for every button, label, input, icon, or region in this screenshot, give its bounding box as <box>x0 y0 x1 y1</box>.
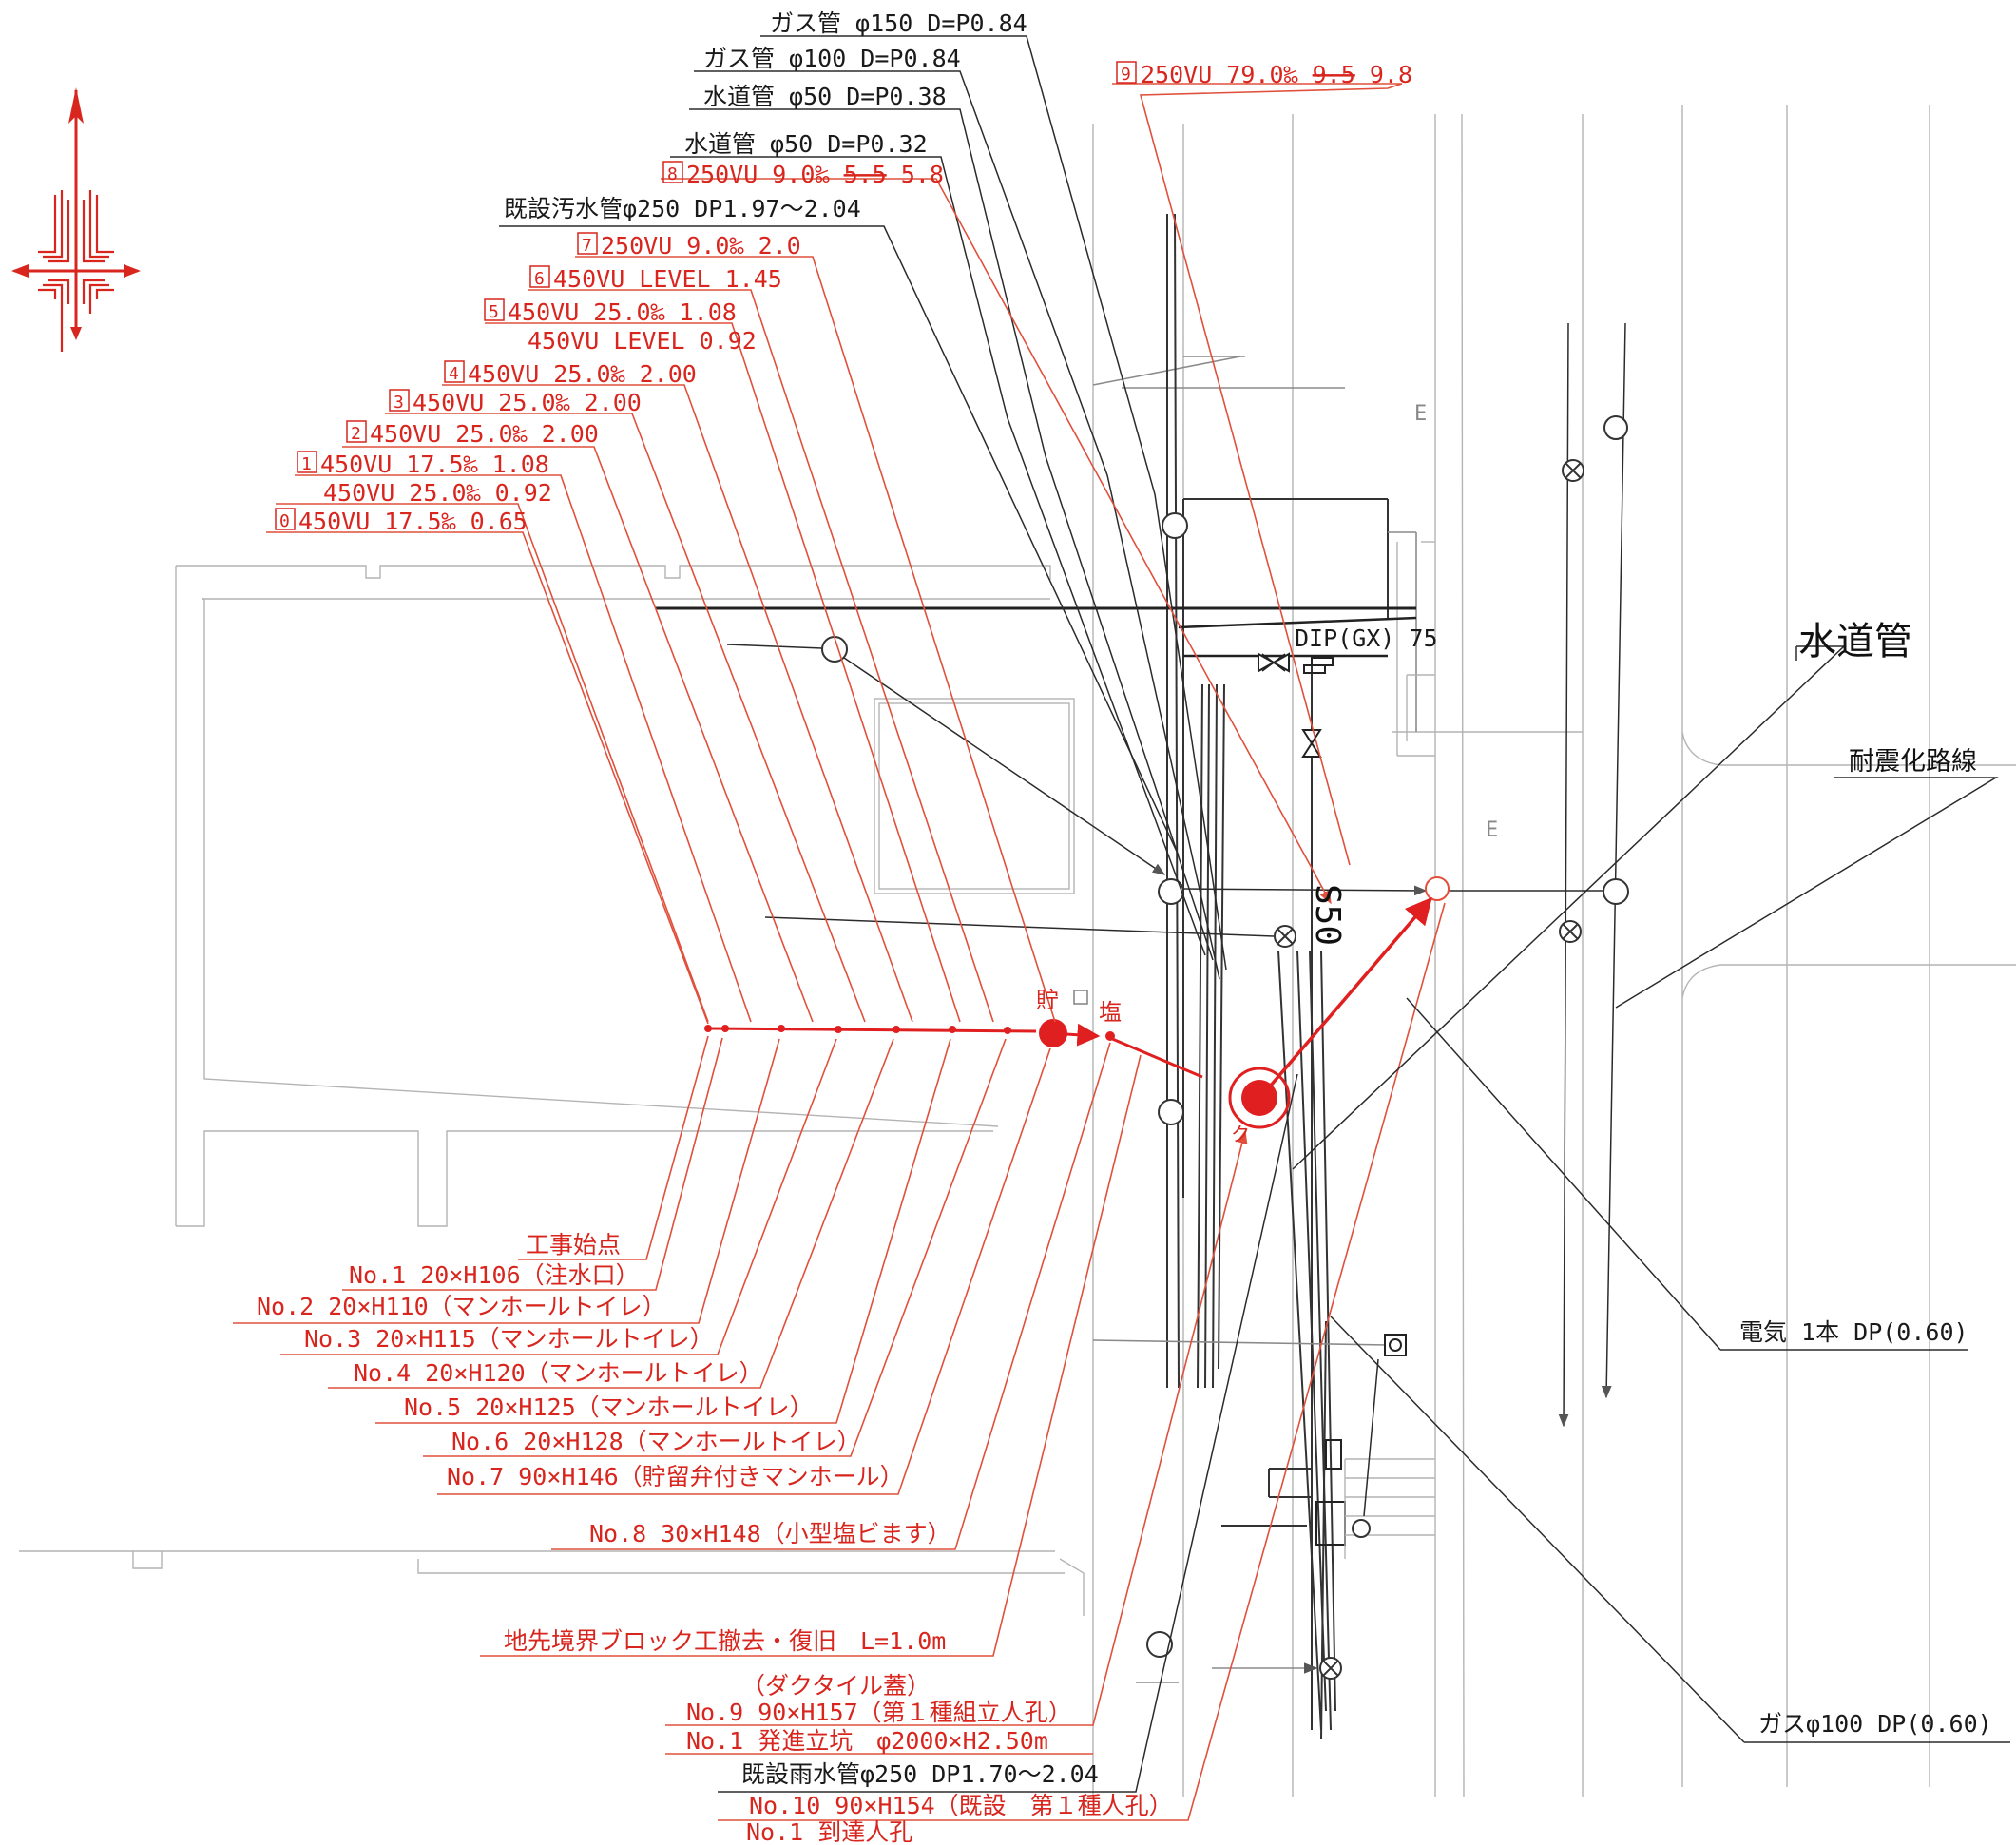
shaft-marker: ク <box>1231 1123 1250 1145</box>
red-label-0: 0 450VU 17.5‰ 0.65 <box>275 508 528 535</box>
svg-text:1: 1 <box>301 454 312 474</box>
red-label-7: 7 250VU 9.0‰ 2.0 <box>577 232 801 259</box>
water-main-label: 水道管 <box>1798 620 1912 663</box>
red-label-6: 6 450VU LEVEL 1.45 <box>529 265 782 293</box>
svg-text:4: 4 <box>449 364 459 384</box>
svg-text:2: 2 <box>351 424 361 444</box>
label-no6: No.6 20×H128（マンホールトイレ） <box>451 1428 861 1455</box>
north-arrow-icon <box>11 87 141 352</box>
label-start-point: 工事始点 <box>526 1231 621 1259</box>
svg-text:450VU 25.0‰ 0.92: 450VU 25.0‰ 0.92 <box>323 479 552 507</box>
label-water-50-a: 水道管 φ50 D=P0.38 <box>703 83 947 110</box>
svg-text:450VU 17.5‰ 1.08: 450VU 17.5‰ 1.08 <box>320 451 549 478</box>
label-9-text: 250VU 79.0‰ 9.5 9.8 <box>1141 61 1412 88</box>
svg-text:7: 7 <box>582 236 592 256</box>
label-no8: No.8 30×H148（小型塩ビます） <box>589 1520 951 1547</box>
bottom-leaders <box>233 645 2010 1821</box>
svg-text:450VU 25.0‰ 2.00: 450VU 25.0‰ 2.00 <box>370 420 599 448</box>
red-label-3: 3 450VU 25.0‰ 2.00 <box>389 389 642 416</box>
label-boundary-block: 地先境界ブロック工撤去・復旧 L=1.0m <box>504 1627 946 1655</box>
red-label-1: 1 450VU 17.5‰ 1.08 450VU 25.0‰ 0.92 <box>297 451 552 507</box>
label-ductile-cover: （ダクタイル蓋） <box>741 1672 931 1700</box>
building-outline <box>19 565 1085 1616</box>
gas-dp-label: ガスφ100 DP(0.60) <box>1758 1710 1992 1738</box>
label-8-box: 8 <box>667 164 678 184</box>
svg-text:450VU 17.5‰ 0.65: 450VU 17.5‰ 0.65 <box>298 508 528 535</box>
svg-text:6: 6 <box>534 269 545 289</box>
road-lines <box>1092 105 2016 1797</box>
s50-label: S50 <box>1308 884 1347 946</box>
label-no10: No.10 90×H154（既設 第１種人孔） <box>749 1792 1173 1819</box>
top-label-group: ガス管 φ150 D=P0.84 ガス管 φ100 D=P0.84 水道管 φ5… <box>275 10 1412 535</box>
e-mark-2: E <box>1486 818 1498 842</box>
red-label-5: 5 450VU 25.0‰ 1.08 450VU LEVEL 0.92 <box>484 298 757 355</box>
red-label-2: 2 450VU 25.0‰ 2.00 <box>346 420 599 448</box>
svg-text:450VU 25.0‰ 2.00: 450VU 25.0‰ 2.00 <box>413 389 642 416</box>
salt-marker: 塩 <box>1099 999 1122 1026</box>
top-leaders <box>266 35 1403 1025</box>
electric-label: 電気 1本 DP(0.60) <box>1739 1318 1968 1346</box>
seismic-route-label: 耐震化路線 <box>1849 747 1977 777</box>
label-gas-100: ガス管 φ100 D=P0.84 <box>703 45 961 72</box>
svg-text:450VU LEVEL 1.45: 450VU LEVEL 1.45 <box>553 265 782 293</box>
label-no4: No.4 20×H120（マンホールトイレ） <box>354 1359 763 1387</box>
svg-text:450VU 25.0‰ 1.08: 450VU 25.0‰ 1.08 <box>508 298 737 326</box>
label-existing-storm: 既設雨水管φ250 DP1.70〜2.04 <box>741 1760 1099 1788</box>
label-gas-150: ガス管 φ150 D=P0.84 <box>770 10 1027 37</box>
svg-text:450VU 25.0‰ 2.00: 450VU 25.0‰ 2.00 <box>468 360 697 388</box>
svg-text:250VU 9.0‰ 2.0: 250VU 9.0‰ 2.0 <box>601 232 801 259</box>
label-no5: No.5 20×H125（マンホールトイレ） <box>404 1393 814 1421</box>
bottom-label-group: 工事始点 No.1 20×H106（注水口） No.2 20×H110（マンホー… <box>257 1231 1173 1845</box>
label-no7: No.7 90×H146（貯留弁付きマンホール） <box>447 1463 904 1490</box>
label-start-shaft: No.1 発進立坑 φ2000×H2.50m <box>686 1727 1048 1755</box>
label-no2: No.2 20×H110（マンホールトイレ） <box>257 1293 666 1320</box>
red-label-4: 4 450VU 25.0‰ 2.00 <box>444 360 697 388</box>
utility-arrows <box>726 322 1626 1517</box>
svg-text:0: 0 <box>279 511 290 531</box>
svg-text:450VU LEVEL 0.92: 450VU LEVEL 0.92 <box>528 327 757 355</box>
label-arrival-manhole: No.1 到達人孔 <box>746 1818 912 1845</box>
label-9-box: 9 <box>1121 65 1131 85</box>
new-pipeline <box>704 896 1432 1129</box>
svg-text:5: 5 <box>489 302 499 322</box>
label-water-50-b: 水道管 φ50 D=P0.32 <box>684 130 928 158</box>
valve-icons <box>1073 459 1584 1680</box>
label-no1: No.1 20×H106（注水口） <box>349 1261 640 1289</box>
label-no9: No.9 90×H157（第１種組立人孔） <box>686 1699 1072 1726</box>
dip-label: DIP(GX) 75 <box>1295 625 1438 652</box>
e-mark-1: E <box>1414 402 1427 426</box>
storage-marker: 貯 <box>1036 987 1059 1013</box>
manholes <box>821 415 1629 1658</box>
label-existing-sewer: 既設汚水管φ250 DP1.97〜2.04 <box>504 195 861 222</box>
svg-text:3: 3 <box>394 393 404 413</box>
label-no3: No.3 20×H115（マンホールトイレ） <box>304 1325 714 1353</box>
existing-pipes <box>656 213 1435 1740</box>
label-8-text: 250VU 9.0‰ 5.5 5.8 <box>686 161 944 188</box>
